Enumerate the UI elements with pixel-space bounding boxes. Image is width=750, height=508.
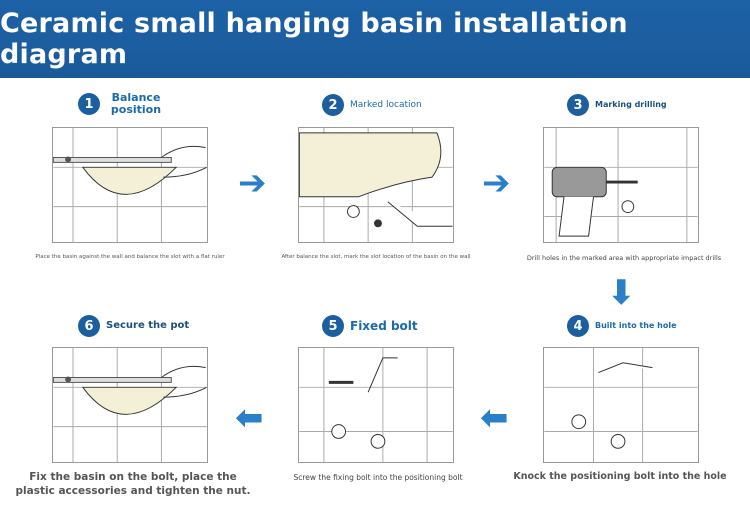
step-5-caption: Screw the fixing bolt into the positioni… <box>293 473 463 482</box>
step-5-illustration <box>298 347 454 463</box>
step-number: 5 <box>322 315 344 337</box>
step-label: Balance position <box>110 91 162 116</box>
step-number: 3 <box>567 94 589 116</box>
step-1-illustration <box>52 127 208 243</box>
step-2-caption: After balance the slot, mark the slot lo… <box>281 254 471 260</box>
step-6-heading: 6 Secure the pot <box>78 315 189 337</box>
step-label: Marking drilling <box>595 100 667 109</box>
step-4-heading: 4 Built into the hole <box>567 315 677 337</box>
step-label: Fixed bolt <box>350 319 418 333</box>
arrow-right-icon: ➔ <box>238 163 267 203</box>
step-number: 6 <box>78 315 100 337</box>
step-label: Secure the pot <box>106 320 190 331</box>
step-4-illustration <box>543 347 699 463</box>
step-2-heading: 2 Marked location <box>322 94 422 116</box>
step-label: Built into the hole <box>595 321 677 330</box>
step-number: 2 <box>322 94 344 116</box>
step-label: Marked location <box>350 100 422 110</box>
page-title: Ceramic small hanging basin installation… <box>0 8 628 70</box>
step-5-heading: 5 Fixed bolt <box>322 315 418 337</box>
step-3-heading: 3 Marking drilling <box>567 94 667 116</box>
step-3-illustration <box>543 127 699 243</box>
step-2-illustration <box>298 127 454 243</box>
step-4-caption: Knock the positioning bolt into the hole <box>513 471 727 482</box>
step-3-caption: Drill holes in the marked area with appr… <box>526 254 722 262</box>
step-6-illustration <box>52 347 208 463</box>
arrow-down-icon: ⬇ <box>607 273 636 313</box>
arrow-left-icon: ⬅ <box>480 398 509 438</box>
arrow-left-icon: ⬅ <box>235 398 264 438</box>
step-1-heading: 1 Balance position <box>78 92 166 116</box>
step-6-caption: Fix the basin on the bolt, place the pla… <box>15 471 251 497</box>
step-number: 4 <box>567 315 589 337</box>
title-banner: Ceramic small hanging basin installation… <box>0 0 750 78</box>
step-1-caption: Place the basin against the wall and bal… <box>35 254 225 260</box>
step-number: 1 <box>78 93 100 115</box>
arrow-right-icon: ➔ <box>482 163 511 203</box>
